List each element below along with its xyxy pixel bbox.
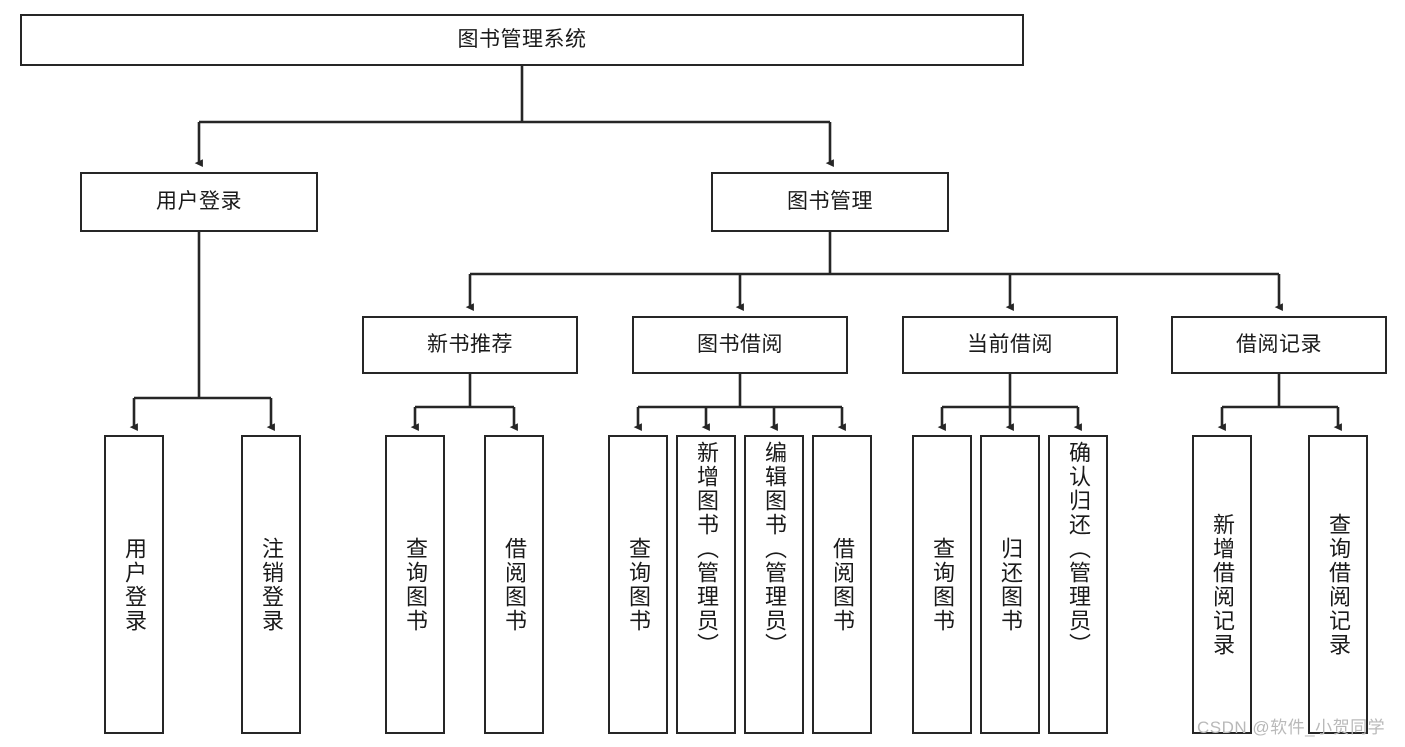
leaf-record-add-borrow-record[interactable]: 新增借阅记录 — [1192, 435, 1252, 734]
node-label: 新增图书（管理员） — [694, 441, 719, 657]
node-label: 用户登录 — [156, 189, 242, 213]
leaf-borrow-edit-book-admin[interactable]: 编辑图书（管理员） — [744, 435, 804, 734]
node-label: 新增借阅记录 — [1210, 512, 1235, 657]
node-label: 图书管理系统 — [457, 27, 587, 51]
leaf-borrow-borrow-book[interactable]: 借阅图书 — [812, 435, 872, 734]
leaf-borrow-query-book[interactable]: 查询图书 — [608, 435, 668, 734]
node-current-borrow[interactable]: 当前借阅 — [902, 316, 1118, 374]
leaf-record-query-borrow-record[interactable]: 查询借阅记录 — [1308, 435, 1368, 734]
node-new-book-recommend[interactable]: 新书推荐 — [362, 316, 578, 374]
leaf-recommend-query-book[interactable]: 查询图书 — [385, 435, 445, 734]
node-label: 确认归还（管理员） — [1066, 441, 1091, 657]
node-label: 注销登录 — [259, 536, 284, 633]
csdn-watermark: CSDN @软件_小贺同学 — [1197, 718, 1386, 737]
node-label: 用户登录 — [122, 536, 147, 633]
leaf-current-confirm-return-admin[interactable]: 确认归还（管理员） — [1048, 435, 1108, 734]
node-label: 编辑图书（管理员） — [762, 441, 787, 657]
node-user-login[interactable]: 用户登录 — [80, 172, 318, 232]
node-label: 借阅图书 — [502, 536, 527, 633]
node-book-management[interactable]: 图书管理 — [711, 172, 949, 232]
node-label: 借阅图书 — [830, 536, 855, 633]
node-book-borrow[interactable]: 图书借阅 — [632, 316, 848, 374]
node-borrow-record[interactable]: 借阅记录 — [1171, 316, 1387, 374]
node-label: 查询图书 — [626, 536, 651, 633]
leaf-recommend-borrow-book[interactable]: 借阅图书 — [484, 435, 544, 734]
node-label: 查询借阅记录 — [1326, 512, 1351, 657]
node-label: 图书管理 — [787, 189, 873, 213]
leaf-current-query-book[interactable]: 查询图书 — [912, 435, 972, 734]
node-label: 借阅记录 — [1236, 332, 1322, 356]
leaf-user-login-login[interactable]: 用户登录 — [104, 435, 164, 734]
node-label: 查询图书 — [930, 536, 955, 633]
leaf-borrow-add-book-admin[interactable]: 新增图书（管理员） — [676, 435, 736, 734]
node-label: 新书推荐 — [427, 332, 513, 356]
leaf-user-login-logout[interactable]: 注销登录 — [241, 435, 301, 734]
node-root-book-management-system[interactable]: 图书管理系统 — [20, 14, 1024, 66]
node-label: 归还图书 — [998, 536, 1023, 633]
leaf-current-return-book[interactable]: 归还图书 — [980, 435, 1040, 734]
node-label: 图书借阅 — [697, 332, 783, 356]
node-label: 查询图书 — [403, 536, 428, 633]
node-label: 当前借阅 — [967, 332, 1053, 356]
